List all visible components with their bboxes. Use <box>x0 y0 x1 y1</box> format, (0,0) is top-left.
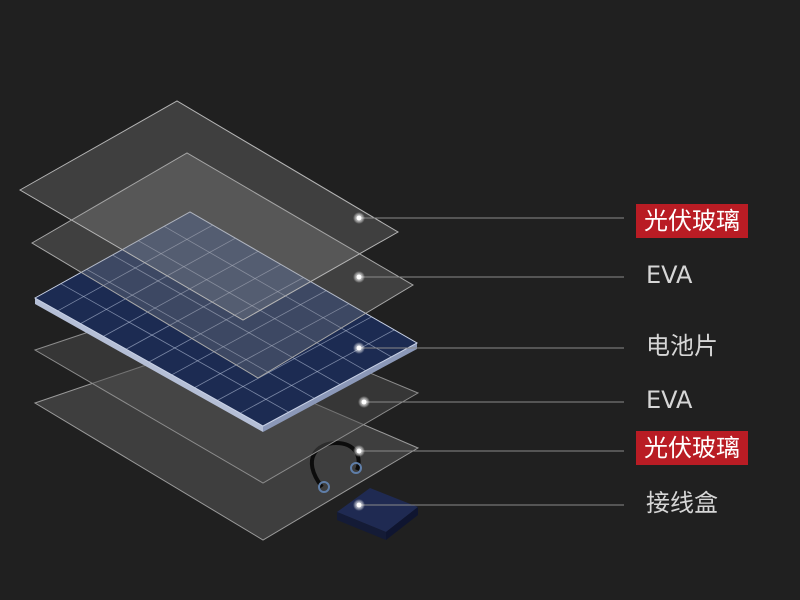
leader-dot-bottom-glass <box>356 448 362 454</box>
cell-layer-edge <box>35 298 263 432</box>
cell-grid-line <box>60 283 289 413</box>
junction-box <box>337 488 418 540</box>
cell-layer-edge-right <box>263 343 417 432</box>
cable-connector-left <box>318 481 330 493</box>
leader-dot-cells <box>356 345 362 351</box>
leader-dot-top-eva <box>356 274 362 280</box>
cell-grid-line <box>163 225 392 358</box>
leader-dot-bottom-eva <box>361 399 367 405</box>
cell-grid-line <box>112 254 341 385</box>
leader-lines <box>353 212 624 511</box>
cable-connector-right <box>350 462 362 474</box>
leader-dot-junction-box <box>356 502 362 508</box>
cell-grid <box>57 224 395 414</box>
label-top-glass: 光伏玻璃 <box>636 204 748 238</box>
label-junction-box: 接线盒 <box>646 489 718 517</box>
label-bottom-eva: EVA <box>646 386 693 414</box>
label-top-eva: EVA <box>646 261 693 289</box>
label-cells: 电池片 <box>646 332 718 360</box>
label-bottom-glass: 光伏玻璃 <box>636 431 748 465</box>
cell-grid-line <box>138 240 366 372</box>
top-eva-layer <box>31 152 414 379</box>
junction-box-cable <box>309 440 361 489</box>
leader-dot-top-glass <box>356 215 362 221</box>
top-glass-layer <box>18 100 399 321</box>
cell-grid-line <box>86 268 315 399</box>
